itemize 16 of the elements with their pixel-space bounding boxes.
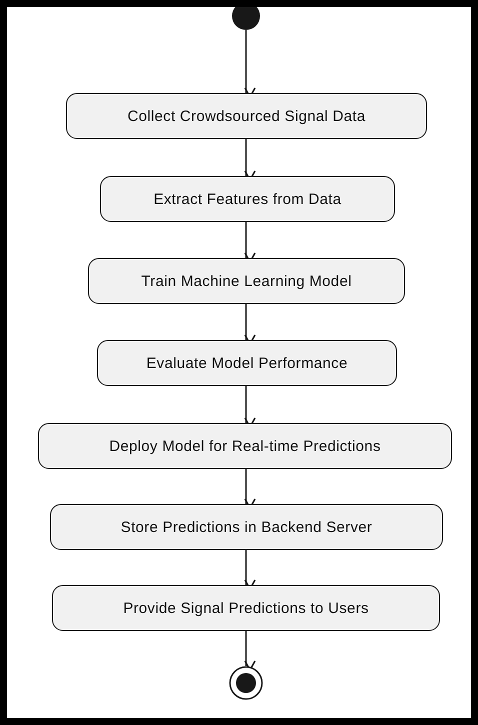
start-node xyxy=(232,7,260,30)
activity-label: Store Predictions in Backend Server xyxy=(120,518,372,536)
activity-label: Deploy Model for Real-time Predictions xyxy=(109,438,381,454)
activity-box xyxy=(97,340,397,386)
activity-box xyxy=(52,585,440,631)
activity-label: Train Machine Learning Model xyxy=(141,272,352,290)
activity-label: Provide Signal Predictions to Users xyxy=(123,600,369,616)
end-node xyxy=(229,666,263,700)
activity-box xyxy=(38,423,452,469)
activity-box xyxy=(50,504,443,550)
activity-box xyxy=(88,258,405,304)
activity-label: Collect Crowdsourced Signal Data xyxy=(127,108,366,124)
activity-box xyxy=(100,176,395,222)
activity-label: Evaluate Model Performance xyxy=(146,354,348,372)
activity-box xyxy=(66,93,427,139)
activity-label: Extract Features from Data xyxy=(154,190,342,208)
